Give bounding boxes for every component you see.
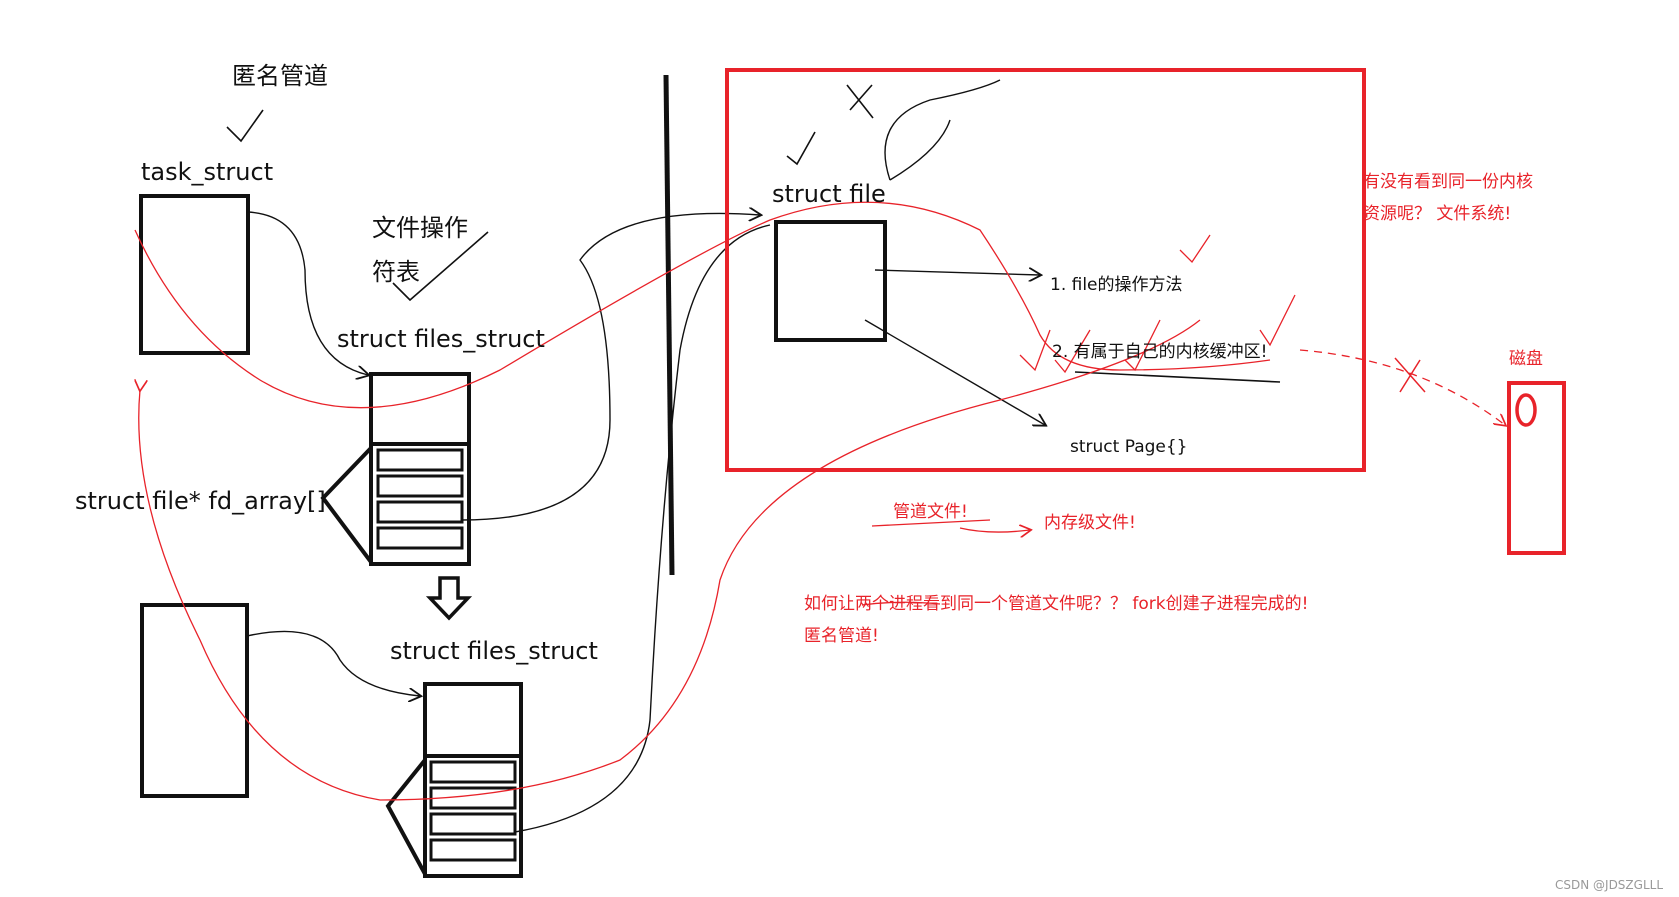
check-mark [226, 109, 264, 143]
red-cross-mark [1394, 357, 1426, 393]
files-struct-label-1: struct files_struct [337, 325, 545, 353]
red-share-curve-2 [139, 319, 1201, 801]
task-to-files-arrow-1 [247, 211, 368, 375]
note-pipe-file: 管道文件! [893, 502, 968, 522]
fork-down-arrow [425, 576, 473, 621]
note-anon-pipe-bottom: 匿名管道! [804, 626, 879, 646]
page-arrow [864, 319, 1045, 425]
struct-page-label: struct Page{} [1070, 437, 1188, 457]
check-mark [392, 231, 489, 302]
anon-pipe-top-label: 匿名管道 [232, 62, 328, 90]
files-struct-box-2 [423, 682, 523, 878]
fd-to-file-arrow-1 [461, 213, 760, 521]
fd-to-file-arrow-2 [514, 224, 771, 833]
note-mem-file: 内存级文件! [1044, 513, 1136, 533]
own-buffer-label: 2. 有属于自己的内核缓冲区! [1052, 342, 1268, 362]
kernel-divider [663, 74, 675, 576]
file-ops-arrow [874, 270, 1040, 275]
disk-label: 磁盘 [1509, 349, 1543, 369]
files-struct-box-1 [369, 372, 471, 566]
note-same-resource-2: 资源呢？ 文件系统! [1363, 204, 1512, 224]
task-struct-label: task_struct [141, 158, 274, 186]
kernel-region-box [725, 68, 1366, 472]
files-struct-label-2: struct files_struct [390, 637, 598, 665]
fd-array-bracket-1 [320, 446, 373, 564]
buffer-underline [1074, 371, 1281, 383]
fd-array-label: struct file* fd_array[] [75, 487, 326, 515]
note-question: 如何让两个进程看到同一个管道文件呢？？ fork创建子进程完成的! [804, 594, 1309, 614]
red-underline-process [861, 601, 941, 606]
file-ops-label: 1. file的操作方法 [1050, 275, 1183, 295]
disk-platter [1515, 393, 1537, 427]
watermark: CSDN @JDSZGLLL [1555, 878, 1663, 892]
struct-file-label: struct file [772, 180, 886, 208]
cross-mark [846, 84, 874, 119]
disk-box [1507, 381, 1566, 555]
red-check-marks [1019, 234, 1296, 374]
task-struct-box-2 [140, 603, 249, 798]
task-struct-box-1 [139, 194, 250, 355]
scribble [884, 79, 1001, 181]
check-mark [786, 131, 816, 166]
fd-array-bracket-2 [385, 758, 427, 875]
red-share-curve-1 [134, 201, 1271, 409]
note-same-resource-1: 有没有看到同一份内核 [1363, 172, 1533, 192]
struct-file-box [774, 220, 887, 342]
red-underline-pipe [871, 520, 1030, 532]
task-to-files-arrow-2 [246, 630, 420, 696]
fd-table-label: 文件操作 符表 [372, 214, 468, 286]
